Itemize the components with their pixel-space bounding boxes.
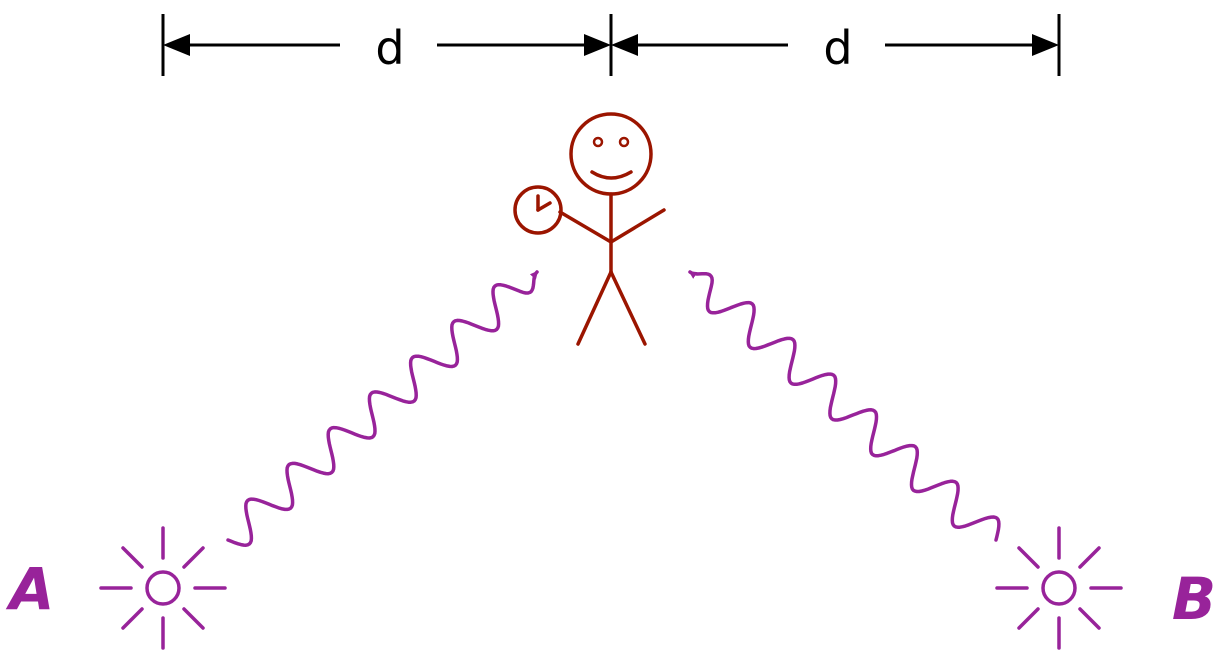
photon-from-b <box>688 270 1001 542</box>
clock-hand-minute <box>536 201 552 212</box>
dim-right-arrow-right <box>1032 34 1059 56</box>
observer-eye-right <box>618 136 630 148</box>
source-a-ray <box>121 607 144 630</box>
dim-right-arrow-left <box>611 34 638 56</box>
dim-left-arrow-right <box>584 34 611 56</box>
observer-smile <box>590 170 633 180</box>
source-b-label: B <box>1172 565 1213 633</box>
source-a-ray <box>182 546 205 569</box>
source-b-ray <box>1078 607 1101 630</box>
dimension-label-left: d <box>375 21 404 75</box>
dim-left-arrow-left <box>163 34 190 56</box>
source-a-ray <box>182 607 205 630</box>
observer-arm-left <box>558 210 613 244</box>
source-b-ray <box>1017 546 1040 569</box>
observer-leg-right <box>609 270 647 346</box>
photon-wave-icon <box>226 270 1001 547</box>
source-a-ray <box>121 546 144 569</box>
light-source-icon <box>99 526 227 650</box>
photon-from-a <box>226 270 539 547</box>
stick-figure-icon <box>558 112 666 346</box>
clock-icon <box>513 185 563 235</box>
source-a-label: A <box>6 555 55 623</box>
source-a-core <box>145 570 181 606</box>
dimension-label-right: d <box>823 21 852 75</box>
observer-arm-right <box>609 208 666 244</box>
light-source-icon <box>995 526 1123 650</box>
source-b-ray <box>1017 607 1040 630</box>
source-b-core <box>1041 570 1077 606</box>
observer-leg-left <box>576 270 613 346</box>
observer-head <box>569 112 653 196</box>
observer-eye-left <box>592 136 604 148</box>
source-b-ray <box>1078 546 1101 569</box>
clock-face <box>513 185 563 235</box>
dimension-lines <box>161 14 1061 76</box>
